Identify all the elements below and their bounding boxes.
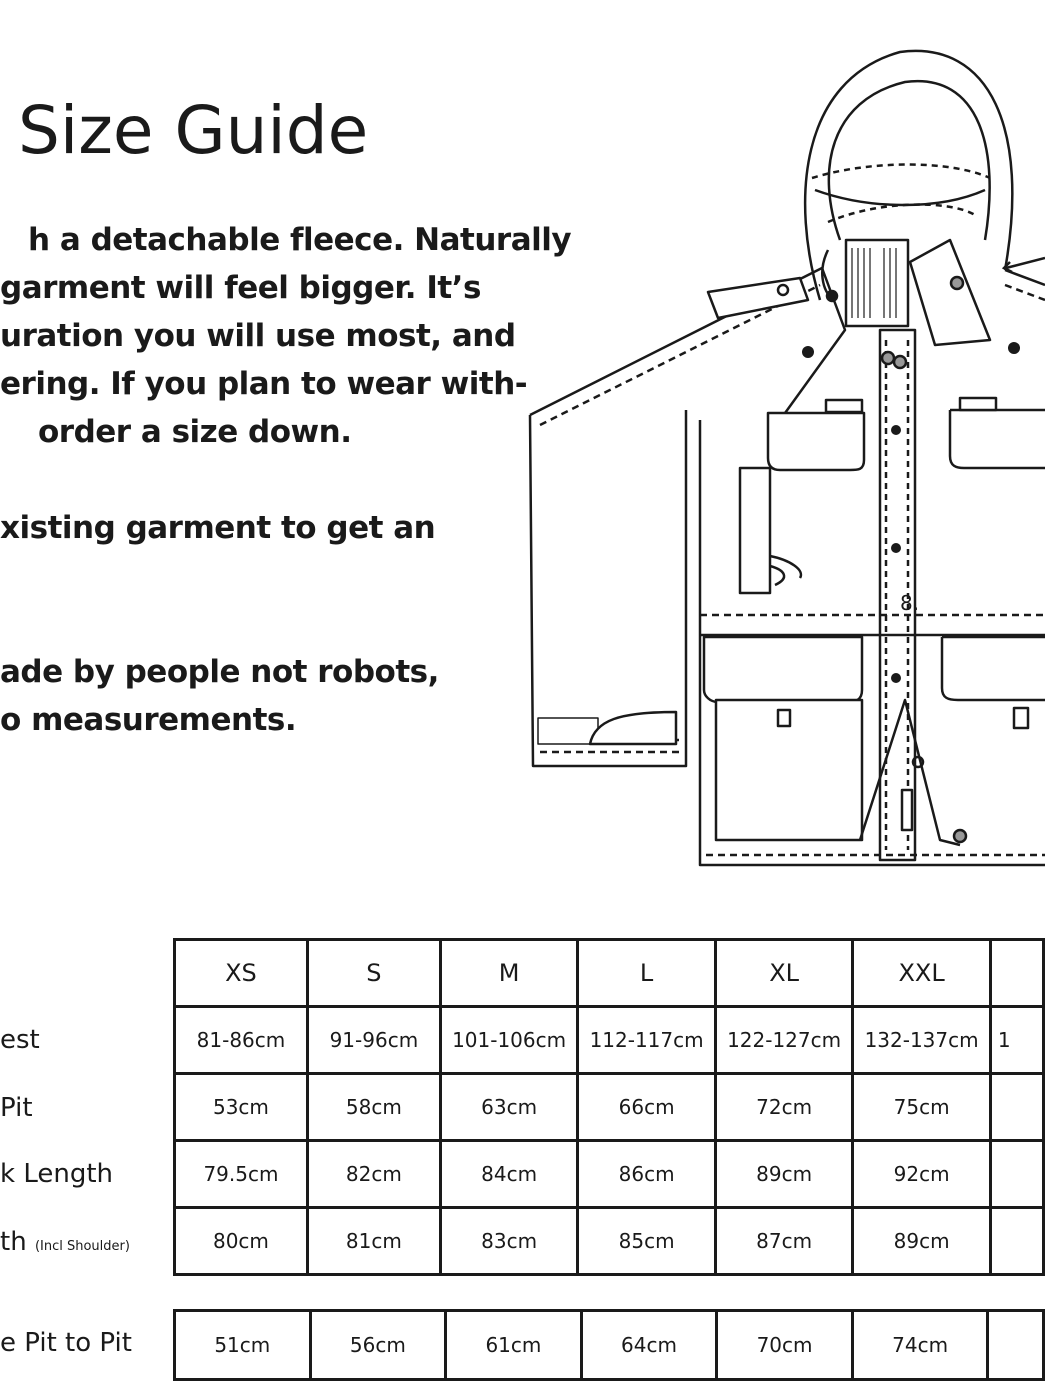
table-cell: 70cm — [715, 1309, 854, 1381]
size-header: M — [438, 938, 580, 1008]
left-sleeve — [528, 410, 688, 768]
table-cell — [988, 1072, 1045, 1142]
table-cell: 132-137cm — [851, 1005, 992, 1075]
table-cell: 89cm — [851, 1206, 992, 1276]
jacket-illustration: 8. — [528, 49, 1045, 867]
row-label-fleece-pit-to-pit: e Pit to Pit — [0, 1328, 132, 1358]
table-cell: 91-96cm — [305, 1005, 442, 1075]
table-cell: 58cm — [305, 1072, 442, 1142]
table-cell: 66cm — [576, 1072, 717, 1142]
collar-lining — [844, 238, 910, 328]
row-label-sleeve-note: (Incl Shoulder) — [34, 1239, 130, 1254]
size-header: XXL — [851, 938, 992, 1008]
lower-pocket-right — [940, 635, 1045, 702]
table-cell: 81cm — [305, 1206, 442, 1276]
table-cell: 85cm — [576, 1206, 717, 1276]
table-row: 81-86cm 91-96cm 101-106cm 112-117cm 122-… — [173, 1005, 1045, 1075]
size-header-row: XS S M L XL XXL — [173, 938, 1045, 1008]
table-cell: 87cm — [713, 1206, 855, 1276]
hood-inner — [827, 79, 991, 241]
intro-line: uration you will use most, and — [0, 318, 516, 354]
row-label-sleeve-length-text: th — [0, 1227, 27, 1257]
intro-line: garment will feel bigger. It’s — [0, 270, 481, 306]
table-row: 51cm 56cm 61cm 64cm 70cm 74cm — [173, 1309, 1045, 1381]
table-cell — [988, 1206, 1045, 1276]
table-cell: 84cm — [438, 1139, 580, 1209]
lower-pocket-left — [702, 635, 864, 704]
intro-line: ade by people not robots, — [0, 654, 439, 690]
size-header: XS — [173, 938, 309, 1008]
table-cell: 122-127cm — [713, 1005, 855, 1075]
side-zip-pocket — [738, 466, 772, 595]
table-cell: 51cm — [173, 1309, 312, 1381]
size-header — [988, 938, 1045, 1008]
intro-line: o measurements. — [0, 702, 297, 738]
jacket-body — [698, 420, 1045, 867]
row-label-chest: est — [0, 1025, 40, 1055]
table-cell: 61cm — [444, 1309, 583, 1381]
size-header: XL — [713, 938, 855, 1008]
table-cell: 83cm — [438, 1206, 580, 1276]
row-label-sleeve-length: th (Incl Shoulder) — [0, 1227, 130, 1257]
intro-line: order a size down. — [38, 414, 352, 450]
table-cell: 74cm — [850, 1309, 990, 1381]
callout-label: 8. — [900, 591, 919, 615]
table-cell: 1 — [988, 1005, 1045, 1075]
table-cell: 89cm — [713, 1139, 855, 1209]
table-cell: 75cm — [851, 1072, 992, 1142]
table-cell — [986, 1309, 1045, 1381]
table-cell: 53cm — [173, 1072, 309, 1142]
size-guide-intro: h a detachable fleece. Naturally garment… — [0, 216, 572, 744]
table-cell: 63cm — [438, 1072, 580, 1142]
table-cell — [988, 1139, 1045, 1209]
intro-line: xisting garment to get an — [0, 510, 436, 546]
table-cell: 101-106cm — [438, 1005, 580, 1075]
intro-line: ering. If you plan to wear with- — [0, 366, 528, 402]
table-cell: 56cm — [308, 1309, 448, 1381]
table-cell: 79.5cm — [173, 1139, 309, 1209]
hanger-tag — [706, 276, 810, 320]
table-cell: 86cm — [576, 1139, 717, 1209]
table-cell: 82cm — [305, 1139, 442, 1209]
size-table: XS S M L XL XXL 81-86cm 91-96cm 101-106c… — [173, 938, 1045, 1276]
intro-spacer — [0, 600, 520, 648]
intro-spacer — [0, 552, 520, 600]
size-header: L — [576, 938, 717, 1008]
size-header: S — [305, 938, 442, 1008]
row-label-back-length: k Length — [0, 1159, 114, 1189]
table-row: 79.5cm 82cm 84cm 86cm 89cm 92cm — [173, 1139, 1045, 1209]
front-placket — [878, 328, 917, 862]
table-cell: 92cm — [851, 1139, 992, 1209]
intro-spacer — [0, 456, 520, 504]
intro-line: h a detachable fleece. Naturally — [28, 222, 572, 258]
page-title: Size Guide — [18, 92, 369, 169]
row-label-pit-to-pit: Pit — [0, 1093, 33, 1123]
table-row: 80cm 81cm 83cm 85cm 87cm 89cm — [173, 1206, 1045, 1276]
hood-outline — [803, 49, 1014, 301]
table-row: 53cm 58cm 63cm 66cm 72cm 75cm — [173, 1072, 1045, 1142]
fleece-size-table: 51cm 56cm 61cm 64cm 70cm 74cm — [173, 1309, 1045, 1381]
table-cell: 72cm — [713, 1072, 855, 1142]
table-cell: 112-117cm — [576, 1005, 717, 1075]
table-cell: 80cm — [173, 1206, 309, 1276]
cuff-tab — [537, 717, 599, 745]
chest-pocket-right — [948, 408, 1045, 470]
chest-pocket-left — [766, 411, 866, 472]
table-cell: 64cm — [579, 1309, 719, 1381]
table-cell: 81-86cm — [173, 1005, 309, 1075]
